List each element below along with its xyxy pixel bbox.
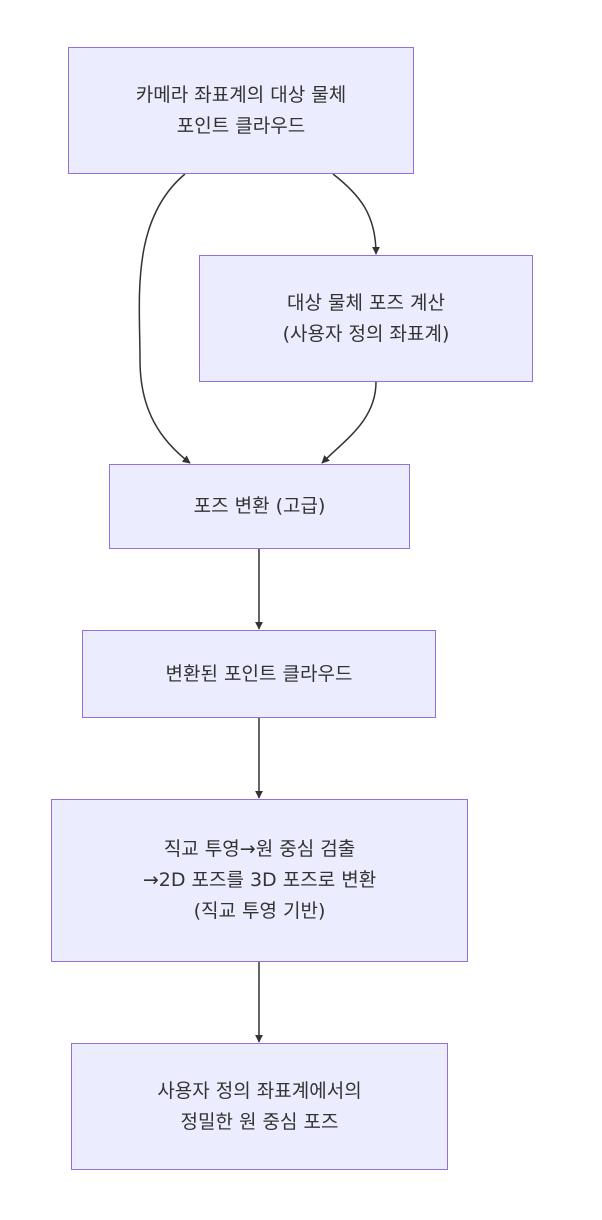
node-label-line: (직교 투영 기반): [193, 899, 326, 922]
node-transformed-point-cloud: 변환된 포인트 클라우드: [82, 630, 436, 718]
node-circle-center-detection: 직교 투영→원 중심 검출 →2D 포즈를 3D 포즈로 변환 (직교 투영 기…: [51, 799, 468, 962]
node-label-line: 변환된 포인트 클라우드: [165, 662, 353, 685]
node-text: 카메라 좌표계의 대상 물체 포인트 클라우드: [136, 80, 346, 142]
node-text: 변환된 포인트 클라우드: [166, 659, 353, 690]
node-text: 대상 물체 포즈 계산 (사용자 정의 좌표계): [283, 288, 450, 350]
node-label-line: 대상 물체 포즈 계산: [287, 291, 445, 314]
node-label-line: 포인트 클라우드: [176, 114, 306, 137]
node-label-line: 카메라 좌표계의 대상 물체: [135, 83, 347, 106]
node-result-pose: 사용자 정의 좌표계에서의 정밀한 원 중심 포즈: [71, 1043, 448, 1170]
node-pose-transform: 포즈 변환 (고급): [109, 464, 410, 549]
edge-arrow: [138, 173, 191, 464]
edge-arrow: [321, 381, 377, 464]
edge-arrow: [332, 173, 380, 255]
node-label-line: 정밀한 원 중심 포즈: [180, 1110, 339, 1133]
node-text: 사용자 정의 좌표계에서의 정밀한 원 중심 포즈: [157, 1076, 361, 1138]
node-label-line: (사용자 정의 좌표계): [282, 322, 450, 345]
node-label-line: 사용자 정의 좌표계에서의: [157, 1079, 362, 1102]
node-label-line: 직교 투영→원 중심 검출: [163, 838, 356, 861]
edges: [138, 173, 380, 1043]
node-object-pose: 대상 물체 포즈 계산 (사용자 정의 좌표계): [199, 255, 533, 382]
node-source-point-cloud: 카메라 좌표계의 대상 물체 포인트 클라우드: [68, 47, 414, 174]
node-label-line: 포즈 변환 (고급): [193, 495, 326, 518]
node-label-line: →2D 포즈를 3D 포즈로 변환: [142, 869, 377, 892]
node-text: 포즈 변환 (고급): [194, 491, 326, 522]
node-text: 직교 투영→원 중심 검출 →2D 포즈를 3D 포즈로 변환 (직교 투영 기…: [143, 834, 376, 926]
